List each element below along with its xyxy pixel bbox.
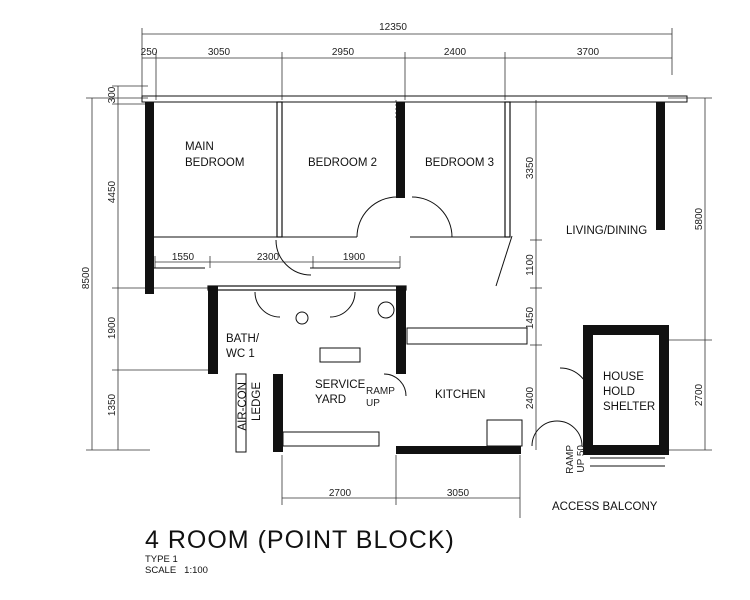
dim-bottom-3050: 3050 — [447, 488, 470, 499]
title-block: 4 ROOM (POINT BLOCK) TYPE 1 SCALE 1:100 — [145, 526, 455, 576]
room-shelter-line1: HOUSE — [603, 371, 644, 383]
dimension-lines — [86, 28, 712, 518]
room-aircon-line1: AIR-CON — [237, 382, 249, 431]
room-main-bedroom-line1: MAIN — [185, 141, 214, 153]
dim-top-250: 250 — [141, 47, 158, 58]
room-bedroom-2: BEDROOM 2 — [308, 157, 377, 169]
dim-left-8500: 8500 — [81, 266, 92, 289]
dim-total-width: 12350 — [379, 22, 407, 33]
room-shelter-line3: SHELTER — [603, 401, 655, 413]
dim-left-1350: 1350 — [107, 393, 118, 416]
plan-type: TYPE 1 — [145, 554, 178, 565]
dim-inner-2300: 2300 — [257, 252, 280, 263]
room-living-dining: LIVING/DINING — [566, 225, 647, 237]
dim-left-1900: 1900 — [107, 316, 118, 339]
ramp-up-a-line2: UP — [366, 398, 380, 409]
plan-title: 4 ROOM (POINT BLOCK) — [145, 526, 455, 554]
room-service-line2: YARD — [315, 394, 346, 406]
dim-top-2400: 2400 — [444, 47, 467, 58]
ramp-up-a-line1: RAMP — [366, 386, 395, 397]
room-kitchen: KITCHEN — [435, 389, 485, 401]
walls — [141, 95, 688, 455]
room-aircon-line2: LEDGE — [251, 382, 263, 421]
ramp-up-b-line2: UP 50 — [576, 445, 587, 473]
room-bath-line2: WC 1 — [226, 348, 255, 360]
dim-left-300: 300 — [107, 86, 118, 103]
dim-inner-2400: 2400 — [525, 386, 536, 409]
dim-inner-3350: 3350 — [525, 156, 536, 179]
room-shelter-line2: HOLD — [603, 386, 635, 398]
dim-inner-1100: 1100 — [525, 254, 536, 276]
access-balcony-label: ACCESS BALCONY — [552, 501, 658, 513]
dim-inner-1900: 1900 — [343, 252, 366, 263]
thin-lines — [154, 196, 665, 467]
dim-right-5800: 5800 — [694, 207, 705, 230]
room-main-bedroom-line2: BEDROOM — [185, 157, 244, 169]
dim-inner-1450: 1450 — [525, 306, 536, 329]
dim-left-4450: 4450 — [107, 180, 118, 203]
plan-scale: SCALE 1:100 — [145, 565, 455, 576]
room-bedroom-3: BEDROOM 3 — [425, 157, 494, 169]
dim-top-3700: 3700 — [577, 47, 600, 58]
room-service-line1: SERVICE — [315, 379, 366, 391]
scale-label: SCALE — [145, 565, 177, 576]
ramp-up-b-line1: RAMP — [565, 445, 576, 474]
dim-right-2700: 2700 — [694, 383, 705, 406]
dim-top-3050: 3050 — [208, 47, 231, 58]
room-bath-line1: BATH/ — [226, 333, 260, 345]
dim-bottom-2700: 2700 — [329, 488, 352, 499]
dim-top-2950: 2950 — [332, 47, 355, 58]
scale-value: 1:100 — [184, 565, 208, 576]
dim-inner-1550: 1550 — [172, 252, 195, 263]
